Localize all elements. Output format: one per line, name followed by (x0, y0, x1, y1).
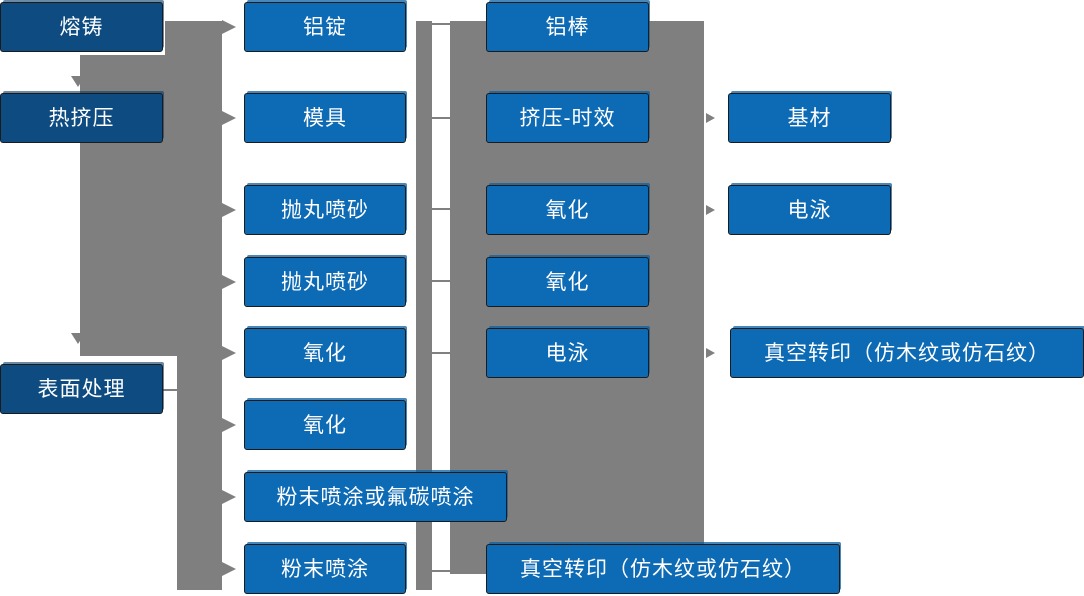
stage-box-casting[interactable]: 熔铸 (0, 2, 163, 52)
connector-trunk-top (165, 21, 222, 55)
arrow-right-icon-to-mold (222, 111, 236, 125)
connector-branch-melt-to-extrude (80, 55, 222, 88)
material-box-shot-blasting-1[interactable]: 抛丸喷砂 (244, 185, 406, 235)
connector-line-icon-rung-6 (430, 570, 452, 572)
material-box-oxidation-2-label: 氧化 (303, 413, 347, 437)
material-box-shot-blasting-1-label: 抛丸喷砂 (281, 198, 369, 222)
process-box-oxidation-1[interactable]: 氧化 (486, 185, 649, 235)
process-box-vacuum-transfer[interactable]: 真空转印（仿木纹或仿石纹） (486, 544, 840, 594)
output-box-substrate-label: 基材 (787, 106, 832, 130)
connector-trunk-lower (177, 356, 222, 590)
arrow-right-icon-to-powdercoat-1 (222, 490, 236, 504)
process-box-aluminum-bar-label: 铝棒 (545, 15, 590, 39)
process-box-oxidation-1-label: 氧化 (545, 198, 590, 222)
material-box-oxidation-1-label: 氧化 (303, 341, 347, 365)
output-box-vacuum-transfer-label: 真空转印（仿木纹或仿石纹） (764, 341, 1050, 365)
arrow-right-icon-to-powdercoat-2 (222, 562, 236, 576)
output-box-electrophoresis[interactable]: 电泳 (728, 185, 891, 235)
arrow-right-icon-to-vacuum-transfer (706, 348, 715, 358)
material-box-mold[interactable]: 模具 (244, 93, 406, 143)
stage-box-surface-treatment[interactable]: 表面处理 (0, 364, 163, 414)
connector-line-icon-rung-3 (430, 208, 452, 210)
material-box-powder-coating-label: 粉末喷涂 (281, 557, 369, 581)
arrow-down-icon-to-surface (71, 333, 85, 344)
process-box-electrophoresis[interactable]: 电泳 (486, 328, 649, 378)
material-box-mold-label: 模具 (303, 106, 347, 130)
arrow-right-icon-to-electrophoresis (706, 205, 715, 215)
arrow-right-icon-to-oxidation-1 (222, 346, 236, 360)
material-box-oxidation-1[interactable]: 氧化 (244, 328, 406, 378)
output-box-electrophoresis-label: 电泳 (787, 198, 832, 222)
process-box-oxidation-2[interactable]: 氧化 (486, 257, 649, 307)
process-box-vacuum-transfer-label: 真空转印（仿木纹或仿石纹） (520, 557, 806, 581)
arrow-down-icon-to-extrude (71, 76, 85, 87)
connector-line-icon-surface (163, 389, 179, 391)
material-box-powder-or-fluorocarbon-coating-label: 粉末喷涂或氟碳喷涂 (276, 485, 475, 509)
arrow-right-icon-to-oxidation-2 (222, 418, 236, 432)
stage-box-casting-label: 熔铸 (59, 15, 104, 39)
connector-trunk-middle (80, 144, 222, 356)
arrow-right-icon-to-ingot (222, 20, 236, 34)
process-box-extrusion-aging-label: 挤压-时效 (519, 106, 616, 130)
stage-box-hot-extrusion[interactable]: 热挤压 (0, 93, 163, 143)
process-box-electrophoresis-label: 电泳 (545, 341, 590, 365)
material-box-shot-blasting-2-label: 抛丸喷砂 (281, 270, 369, 294)
process-box-oxidation-2-label: 氧化 (545, 270, 590, 294)
output-box-substrate[interactable]: 基材 (728, 93, 891, 143)
connector-line-icon-rung-1 (430, 23, 452, 25)
material-box-shot-blasting-2[interactable]: 抛丸喷砂 (244, 257, 406, 307)
stage-box-hot-extrusion-label: 热挤压 (48, 106, 115, 130)
material-box-aluminum-ingot-label: 铝锭 (303, 15, 347, 39)
connector-line-icon-rung-5 (430, 352, 452, 354)
stage-box-surface-treatment-label: 表面处理 (37, 377, 126, 401)
material-box-powder-or-fluorocarbon-coating[interactable]: 粉末喷涂或氟碳喷涂 (244, 472, 507, 522)
arrow-right-icon-to-shotblast-1 (222, 203, 236, 217)
arrow-right-icon-to-substrate (706, 113, 715, 123)
material-box-powder-coating[interactable]: 粉末喷涂 (244, 544, 406, 594)
material-box-aluminum-ingot[interactable]: 铝锭 (244, 2, 406, 52)
material-box-oxidation-2[interactable]: 氧化 (244, 400, 406, 450)
arrow-right-icon-to-shotblast-2 (222, 275, 236, 289)
output-box-vacuum-transfer[interactable]: 真空转印（仿木纹或仿石纹） (730, 328, 1084, 378)
connector-line-icon-rung-4 (430, 280, 452, 282)
process-box-aluminum-bar[interactable]: 铝棒 (486, 2, 649, 52)
connector-bar-col2-col3 (416, 21, 432, 590)
process-box-extrusion-aging[interactable]: 挤压-时效 (486, 93, 649, 143)
connector-line-icon-rung-2 (430, 117, 452, 119)
